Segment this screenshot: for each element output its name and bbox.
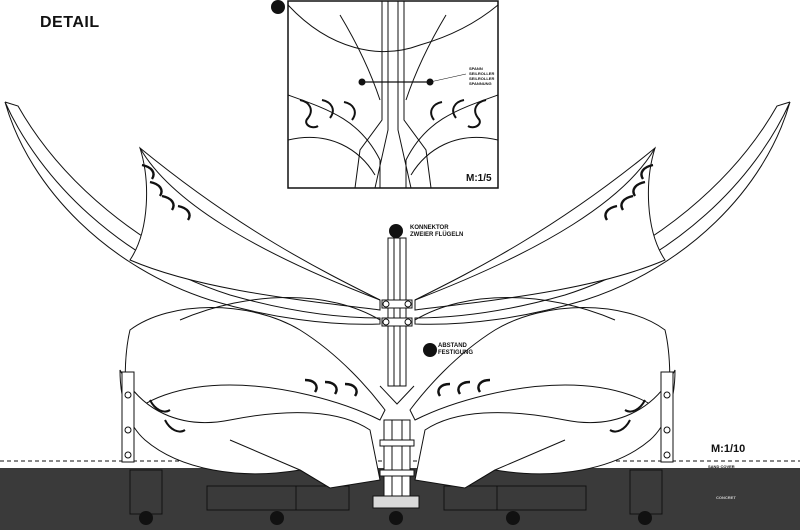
konnektor-label-line1: KONNEKTOR: [410, 225, 449, 231]
connector-column: [379, 237, 415, 497]
konnektor-label: KONNEKTOR ZWEIER FLÜGELN: [410, 225, 463, 239]
konnektor-label-line2: ZWEIER FLÜGELN: [410, 232, 464, 238]
concrete-label: CONCRET: [716, 495, 736, 500]
right-lower-wing: [414, 369, 676, 489]
abstand-label: ABSTAND FESTIGUNG: [438, 343, 473, 357]
inset-notes: SPANN SEILROLLER SEILROLLER SPANNUNG: [469, 66, 494, 86]
right-middle-wing: [409, 297, 671, 422]
inset-note-3: SEILROLLER: [469, 76, 495, 81]
abstand-marker: [423, 343, 437, 357]
abstand-label-line2: FESTIGUNG: [438, 350, 474, 356]
left-lower-wing: [119, 369, 381, 489]
ground-scale: M:1/10: [711, 443, 746, 455]
konnektor-marker: [389, 224, 403, 238]
side-brackets: [121, 371, 674, 463]
abstand-label-line1: ABSTAND: [438, 343, 467, 349]
anchor-dots: [139, 511, 652, 525]
inset-note-1: SPANN: [469, 66, 483, 71]
page-title: DETAIL: [40, 14, 100, 31]
inset-note-4: SPANNUNG: [469, 81, 492, 86]
inset-scale: M:1/5: [466, 173, 492, 184]
detail-inset: [271, 0, 499, 189]
right-back-wing: [414, 146, 666, 311]
inset-note-2: SEILROLLER: [469, 71, 495, 76]
left-back-wing: [129, 146, 381, 311]
base-plate: [372, 495, 420, 509]
sand-cover-label: SAND COVER: [708, 464, 735, 469]
left-middle-wing: [124, 297, 386, 422]
